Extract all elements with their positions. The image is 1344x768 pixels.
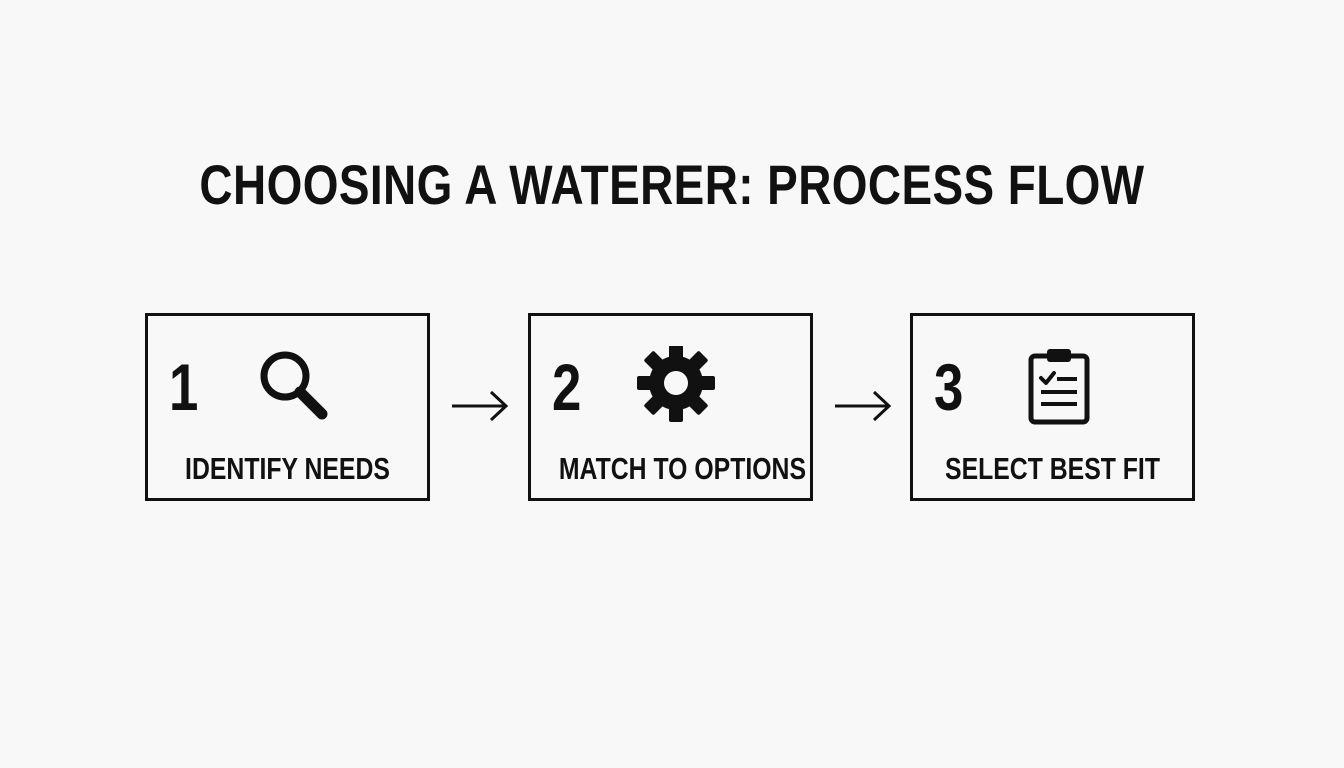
clipboard-checklist-icon (1028, 349, 1090, 425)
step-label: SELECT BEST FIT (945, 451, 1160, 486)
arrow-right-icon (835, 390, 892, 422)
diagram-title: CHOOSING A WATERER: PROCESS FLOW (199, 153, 1145, 216)
arrow-right-icon (452, 390, 509, 422)
step-number: 3 (934, 350, 964, 424)
step-box-identify-needs: 1 IDENTIFY NEEDS (145, 313, 430, 501)
step-number: 1 (169, 350, 199, 424)
step-box-select-best-fit: 3 SELECT BEST FIT (910, 313, 1195, 501)
gear-icon (637, 346, 715, 422)
magnifying-glass-icon (260, 351, 328, 420)
step-label: IDENTIFY NEEDS (185, 451, 390, 486)
step-number: 2 (552, 350, 582, 424)
step-label: MATCH TO OPTIONS (558, 451, 806, 486)
step-box-match-to-options: 2 MATCH TO OPTIONS (528, 313, 813, 501)
